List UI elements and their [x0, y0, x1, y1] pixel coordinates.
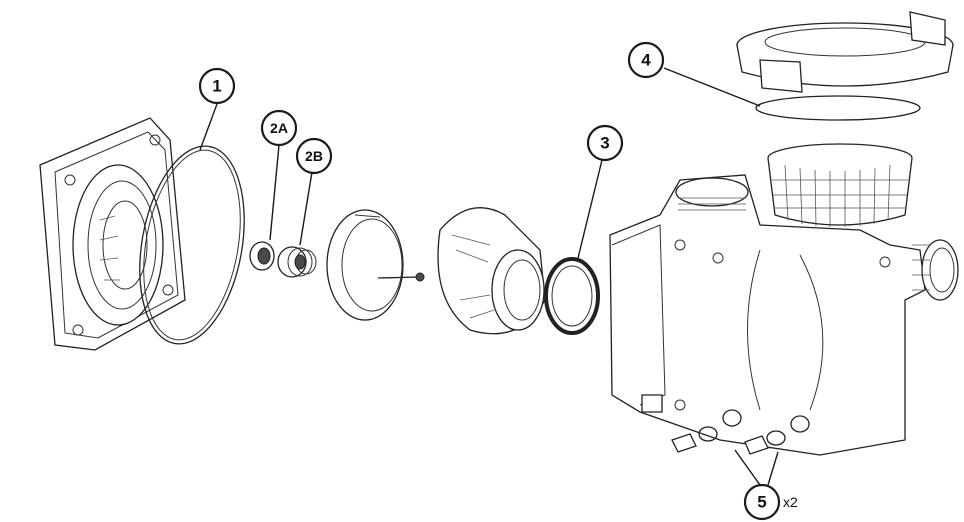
leader-4: [663, 67, 761, 107]
callout-5-label: 5: [757, 493, 766, 512]
lid-o-ring: [755, 95, 921, 121]
leader-2a: [269, 144, 280, 241]
callout-4-label: 4: [641, 51, 651, 70]
callout-5: 5 x2: [743, 483, 798, 521]
callout-2b-label: 2B: [305, 148, 323, 164]
diffuser-o-ring: [544, 257, 600, 335]
seal-seat: [249, 241, 275, 271]
callout-1-label: 1: [212, 77, 221, 96]
callout-2a-label: 2A: [270, 120, 288, 136]
leader-2b: [299, 171, 313, 246]
impeller: [326, 209, 425, 321]
spring-seal: [277, 246, 317, 278]
drain-plugs: [671, 409, 810, 455]
callout-2a: 2A: [260, 109, 298, 147]
callout-4: 4: [627, 41, 665, 79]
leader-5b: [767, 451, 779, 486]
seal-plate: [39, 117, 186, 351]
leader-1: [199, 103, 218, 151]
o-ring-large: [139, 145, 245, 345]
leader-5a: [734, 449, 761, 486]
callout-2b: 2B: [295, 137, 333, 175]
callout-1: 1: [198, 67, 236, 105]
leader-lines: [199, 67, 779, 486]
pump-housing: [609, 174, 959, 456]
leader-3: [577, 159, 603, 259]
callout-3-label: 3: [600, 134, 609, 153]
callout-3: 3: [586, 124, 624, 162]
diffuser: [437, 207, 546, 335]
callout-5-quantity: x2: [783, 494, 798, 510]
strainer-basket: [767, 143, 913, 227]
pump-lid: [736, 11, 954, 93]
